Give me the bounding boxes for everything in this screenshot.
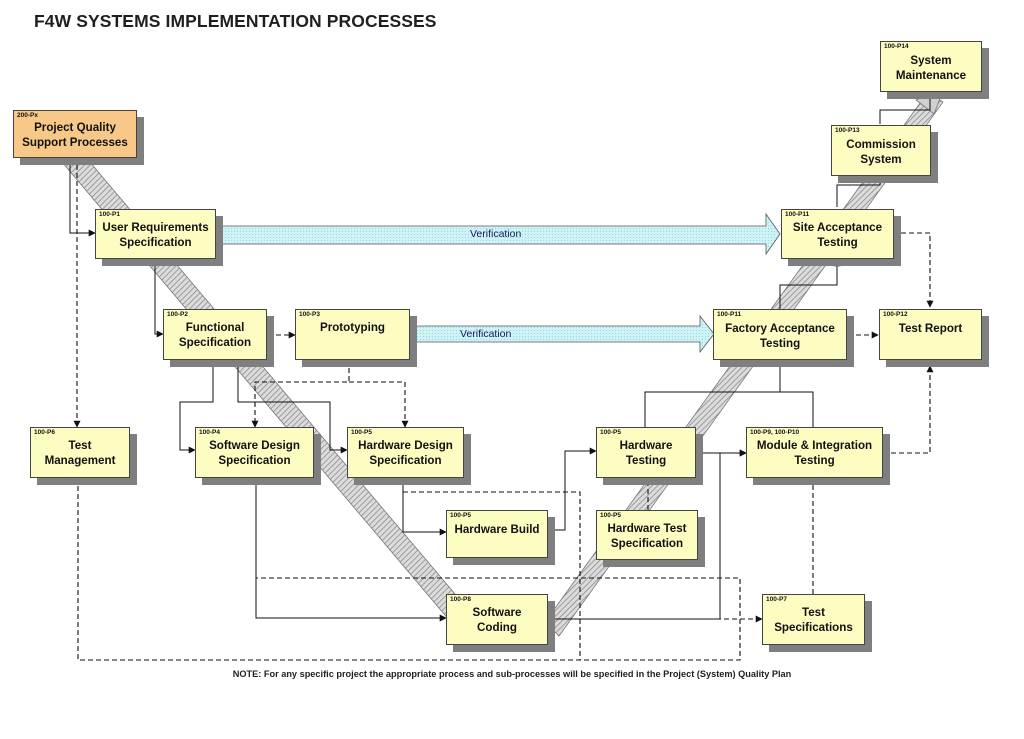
process-code: 100-P7 xyxy=(766,596,787,603)
page-title: F4W SYSTEMS IMPLEMENTATION PROCESSES xyxy=(34,11,437,31)
process-label: Software Coding xyxy=(472,606,522,634)
process-label: Software Design Specification xyxy=(209,439,300,467)
process-code: 100-P5 xyxy=(351,429,372,436)
process-box-test-management: 100-P6 Test Management xyxy=(30,427,130,478)
process-label: Test Management xyxy=(44,439,116,467)
process-label: Module & Integration Testing xyxy=(756,439,873,467)
process-box-hardware-build: 100-P5 Hardware Build xyxy=(446,510,548,558)
process-code: 100-P3 xyxy=(299,311,320,318)
process-code: 100-P4 xyxy=(199,429,220,436)
process-box-system-maintenance: 100-P14 System Maintenance xyxy=(880,41,982,92)
process-box-hardware-test-specification: 100-P5 Hardware Test Specification xyxy=(596,510,698,560)
process-label: Hardware Testing xyxy=(619,439,673,467)
process-label: Commission System xyxy=(846,138,916,166)
process-box-software-design-specification: 100-P4 Software Design Specification xyxy=(195,427,314,478)
process-code: 100-P5 xyxy=(600,512,621,519)
process-box-test-report: 100-P12 Test Report xyxy=(879,309,982,360)
process-code: 100-P14 xyxy=(884,43,909,50)
process-box-module-integration-testing: 100-P9, 100-P10 Module & Integration Tes… xyxy=(746,427,883,478)
process-code: 200-Px xyxy=(17,112,38,119)
process-box-commission-system: 100-P13 Commission System xyxy=(831,125,931,176)
process-box-project-quality-support: 200-Px Project Quality Support Processes xyxy=(13,110,137,158)
process-box-software-coding: 100-P8 Software Coding xyxy=(446,594,548,645)
process-code: 100-P11 xyxy=(717,311,742,318)
process-label: Hardware Build xyxy=(454,523,540,536)
process-box-hardware-testing: 100-P5 Hardware Testing xyxy=(596,427,696,478)
verification-label-top: Verification xyxy=(470,228,522,240)
process-code: 100-P12 xyxy=(883,311,908,318)
process-code: 100-P11 xyxy=(785,211,810,218)
process-code: 100-P6 xyxy=(34,429,55,436)
process-label: System Maintenance xyxy=(895,54,967,82)
process-box-hardware-design-specification: 100-P5 Hardware Design Specification xyxy=(347,427,464,478)
process-box-user-requirements-specification: 100-P1 User Requirements Specification xyxy=(95,209,216,259)
process-label: User Requirements Specification xyxy=(102,221,209,249)
process-box-site-acceptance-testing: 100-P11 Site Acceptance Testing xyxy=(781,209,894,259)
process-code: 100-P5 xyxy=(600,429,621,436)
process-box-prototyping: 100-P3 Prototyping xyxy=(295,309,410,360)
process-label: Test Specifications xyxy=(774,606,853,634)
verification-label-middle: Verification xyxy=(460,328,512,340)
process-label: Functional Specification xyxy=(178,321,252,349)
process-code: 100-P1 xyxy=(99,211,120,218)
process-box-test-specifications: 100-P7 Test Specifications xyxy=(762,594,865,645)
process-code: 100-P2 xyxy=(167,311,188,318)
process-code: 100-P5 xyxy=(450,512,471,519)
process-label: Hardware Test Specification xyxy=(607,522,687,550)
process-box-functional-specification: 100-P2 Functional Specification xyxy=(163,309,267,360)
process-label: Site Acceptance Testing xyxy=(792,221,883,249)
process-label: Prototyping xyxy=(319,321,386,334)
process-label: Hardware Design Specification xyxy=(358,439,453,467)
process-code: 100-P8 xyxy=(450,596,471,603)
process-box-factory-acceptance-testing: 100-P11 Factory Acceptance Testing xyxy=(713,309,847,360)
verification-arrow-top xyxy=(214,212,781,256)
verification-arrow-middle xyxy=(409,314,715,354)
footnote: NOTE: For any specific project the appro… xyxy=(232,669,792,679)
process-code: 100-P9, 100-P10 xyxy=(750,429,800,436)
process-code: 100-P13 xyxy=(835,127,860,134)
process-label: Factory Acceptance Testing xyxy=(725,322,835,350)
process-label: Project Quality Support Processes xyxy=(22,121,128,149)
process-label: Test Report xyxy=(898,322,963,335)
